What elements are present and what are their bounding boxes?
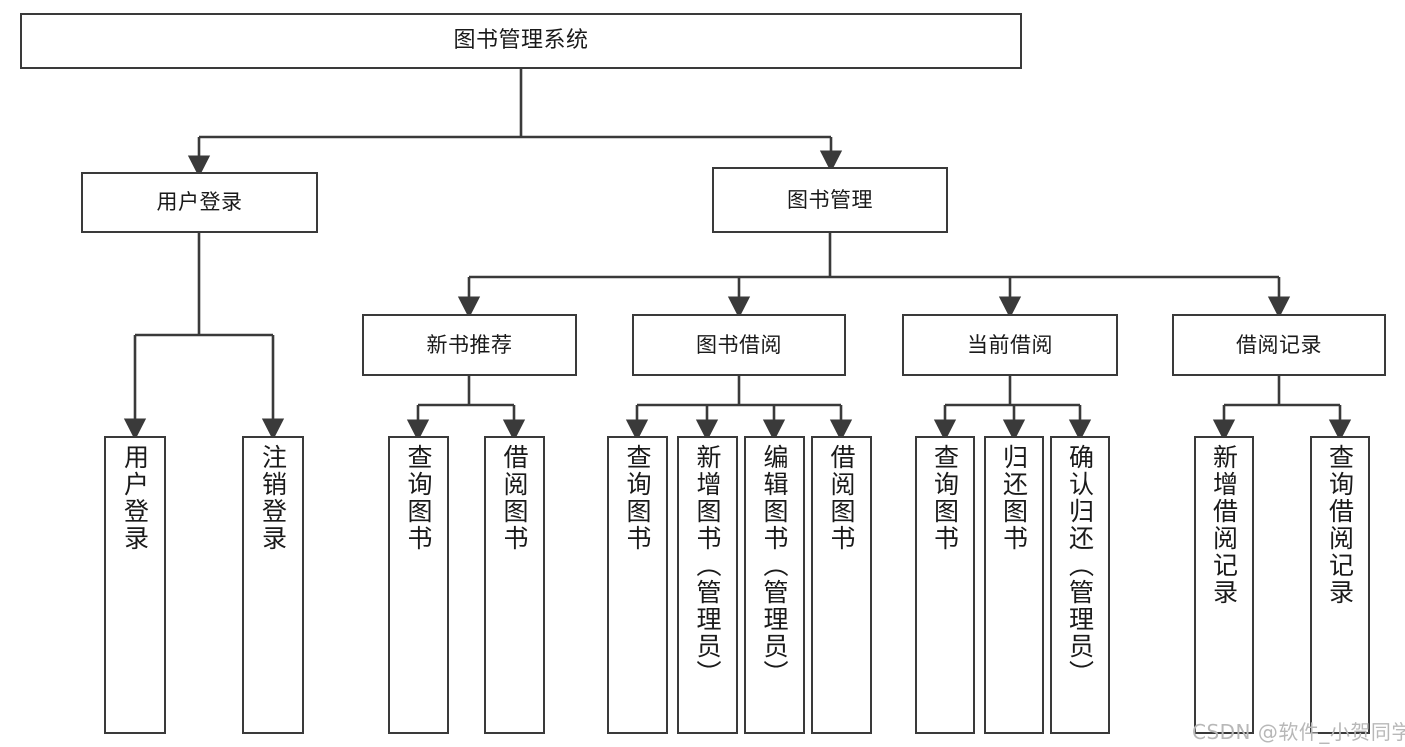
node-leaf-user-login[interactable]: 用户登录 bbox=[104, 436, 166, 734]
node-label: 图书管理 bbox=[787, 187, 873, 212]
node-label: 新增图书（管理员） bbox=[693, 444, 722, 687]
node-leaf-query-book-1[interactable]: 查询图书 bbox=[388, 436, 449, 734]
node-label: 查询图书 bbox=[623, 444, 652, 552]
node-leaf-return-book[interactable]: 归还图书 bbox=[984, 436, 1044, 734]
node-book-borrow[interactable]: 图书借阅 bbox=[632, 314, 846, 376]
node-label: 用户登录 bbox=[156, 190, 243, 215]
node-label: 借阅记录 bbox=[1236, 332, 1322, 357]
node-leaf-edit-book[interactable]: 编辑图书（管理员） bbox=[744, 436, 805, 734]
watermark-text: CSDN @软件_小贺同学 bbox=[1192, 720, 1405, 744]
node-leaf-borrow-book-2[interactable]: 借阅图书 bbox=[811, 436, 872, 734]
node-leaf-query-book-2[interactable]: 查询图书 bbox=[607, 436, 668, 734]
node-book-management[interactable]: 图书管理 bbox=[712, 167, 948, 233]
node-user-login[interactable]: 用户登录 bbox=[81, 172, 318, 233]
node-label: 编辑图书（管理员） bbox=[760, 444, 789, 687]
node-leaf-borrow-book-1[interactable]: 借阅图书 bbox=[484, 436, 545, 734]
node-new-book-recommend[interactable]: 新书推荐 bbox=[362, 314, 577, 376]
node-leaf-query-book-3[interactable]: 查询图书 bbox=[915, 436, 975, 734]
node-label: 归还图书 bbox=[999, 444, 1029, 552]
node-label: 注销登录 bbox=[258, 444, 288, 552]
node-leaf-add-book[interactable]: 新增图书（管理员） bbox=[677, 436, 738, 734]
node-label: 确认归还（管理员） bbox=[1065, 444, 1095, 687]
node-label: 借阅图书 bbox=[500, 444, 529, 552]
node-label: 查询借阅记录 bbox=[1325, 444, 1355, 606]
node-label: 查询图书 bbox=[404, 444, 433, 552]
node-leaf-query-record[interactable]: 查询借阅记录 bbox=[1310, 436, 1370, 734]
node-leaf-logout-login[interactable]: 注销登录 bbox=[242, 436, 304, 734]
node-label: 新书推荐 bbox=[426, 332, 513, 357]
node-label: 图书借阅 bbox=[696, 332, 782, 357]
node-label: 新增借阅记录 bbox=[1209, 444, 1239, 606]
node-root-system[interactable]: 图书管理系统 bbox=[20, 13, 1022, 69]
node-leaf-confirm-return[interactable]: 确认归还（管理员） bbox=[1050, 436, 1110, 734]
node-label: 用户登录 bbox=[120, 444, 150, 552]
node-borrow-record[interactable]: 借阅记录 bbox=[1172, 314, 1386, 376]
node-current-borrow[interactable]: 当前借阅 bbox=[902, 314, 1118, 376]
node-leaf-add-record[interactable]: 新增借阅记录 bbox=[1194, 436, 1254, 734]
node-label: 借阅图书 bbox=[827, 444, 856, 552]
node-label: 当前借阅 bbox=[967, 332, 1053, 357]
node-label: 图书管理系统 bbox=[453, 28, 589, 54]
node-label: 查询图书 bbox=[930, 444, 960, 552]
